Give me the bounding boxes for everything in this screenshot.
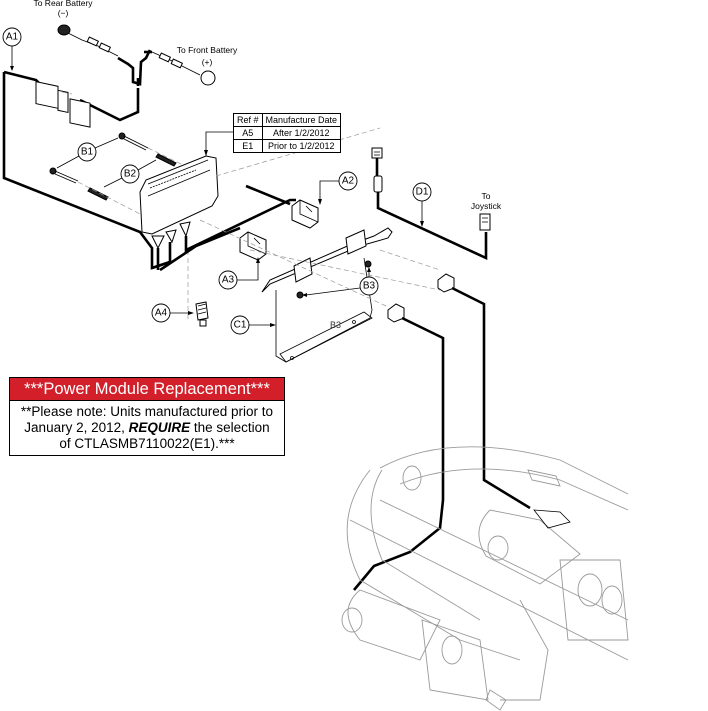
rear-battery-label: To Rear Battery — [33, 0, 93, 8]
notice-line-3: of CTLASMB7110022(E1).*** — [59, 436, 235, 451]
nuts-b3 — [296, 260, 372, 299]
date-cell: After 1/2/2012 — [261, 126, 342, 140]
front-battery-terminal-icon — [200, 70, 216, 86]
mounting-bracket-c1: B3 — [261, 227, 393, 363]
battery-harness: To Rear Battery (−) To Front Battery (+) — [33, 0, 238, 86]
svg-text:B1: B1 — [81, 147, 94, 158]
rear-battery-polarity: (−) — [58, 8, 69, 18]
notice-line-2-post: the selection — [190, 420, 270, 435]
ref-table-row: E1 Prior to 1/2/2012 — [233, 139, 342, 153]
callout-a1: A1 — [2, 27, 22, 71]
connector-a4 — [195, 301, 209, 327]
callout-b2: B2 — [103, 159, 157, 188]
svg-text:B3: B3 — [363, 281, 376, 292]
a1-power-harness — [2, 70, 171, 270]
rear-battery-terminal-icon — [57, 24, 71, 36]
mounting-bolts — [49, 132, 211, 215]
notice-line-2: January 2, 2012, REQUIRE the selection — [12, 420, 282, 436]
ref-header: Ref # — [233, 113, 263, 127]
svg-text:C1: C1 — [234, 320, 247, 331]
reference-date-table: Ref # Manufacture Date A5 After 1/2/2012… — [233, 113, 342, 153]
svg-text:B2: B2 — [124, 169, 137, 180]
svg-text:D1: D1 — [416, 187, 429, 198]
svg-text:A3: A3 — [222, 275, 235, 286]
svg-text:A4: A4 — [155, 308, 168, 319]
joystick-cable-d1: To Joystick — [371, 147, 502, 261]
ref-cell: A5 — [233, 126, 263, 140]
bracket-stamp: B3 — [330, 320, 341, 330]
wheelchair-frame — [341, 446, 629, 711]
callout-b1: B1 — [56, 137, 119, 169]
motor-connectors — [199, 219, 531, 591]
callout-a4: A4 — [151, 303, 194, 323]
callout-a3: A3 — [218, 257, 260, 290]
notice-line-2-pre: January 2, 2012, — [24, 420, 129, 435]
ref-cell: E1 — [233, 139, 263, 153]
joystick-label-line1: To — [482, 191, 491, 201]
svg-text:A2: A2 — [342, 176, 355, 187]
connector-a3 — [159, 226, 267, 272]
date-header: Manufacture Date — [261, 113, 342, 127]
replacement-notice: ***Power Module Replacement*** **Please … — [9, 377, 285, 456]
date-cell: Prior to 1/2/2012 — [261, 139, 342, 153]
notice-title: ***Power Module Replacement*** — [10, 378, 284, 401]
callout-a2: A2 — [318, 171, 358, 205]
power-module — [139, 127, 381, 320]
front-battery-label: To Front Battery — [177, 45, 238, 55]
notice-line-1: **Please note: Units manufactured prior … — [20, 404, 274, 419]
notice-emphasis: REQUIRE — [128, 420, 191, 435]
front-battery-polarity: (+) — [202, 57, 213, 67]
ref-table-header: Ref # Manufacture Date — [233, 113, 342, 127]
svg-text:A1: A1 — [6, 32, 19, 43]
ref-table-row: A5 After 1/2/2012 — [233, 126, 342, 140]
notice-body: **Please note: Units manufactured prior … — [10, 401, 284, 455]
callout-d1: D1 — [412, 182, 432, 227]
joystick-label-line2: Joystick — [471, 201, 502, 211]
callout-c1: C1 — [230, 315, 276, 335]
connector-a2 — [245, 184, 319, 229]
callout-b3: B3 — [302, 267, 379, 297]
